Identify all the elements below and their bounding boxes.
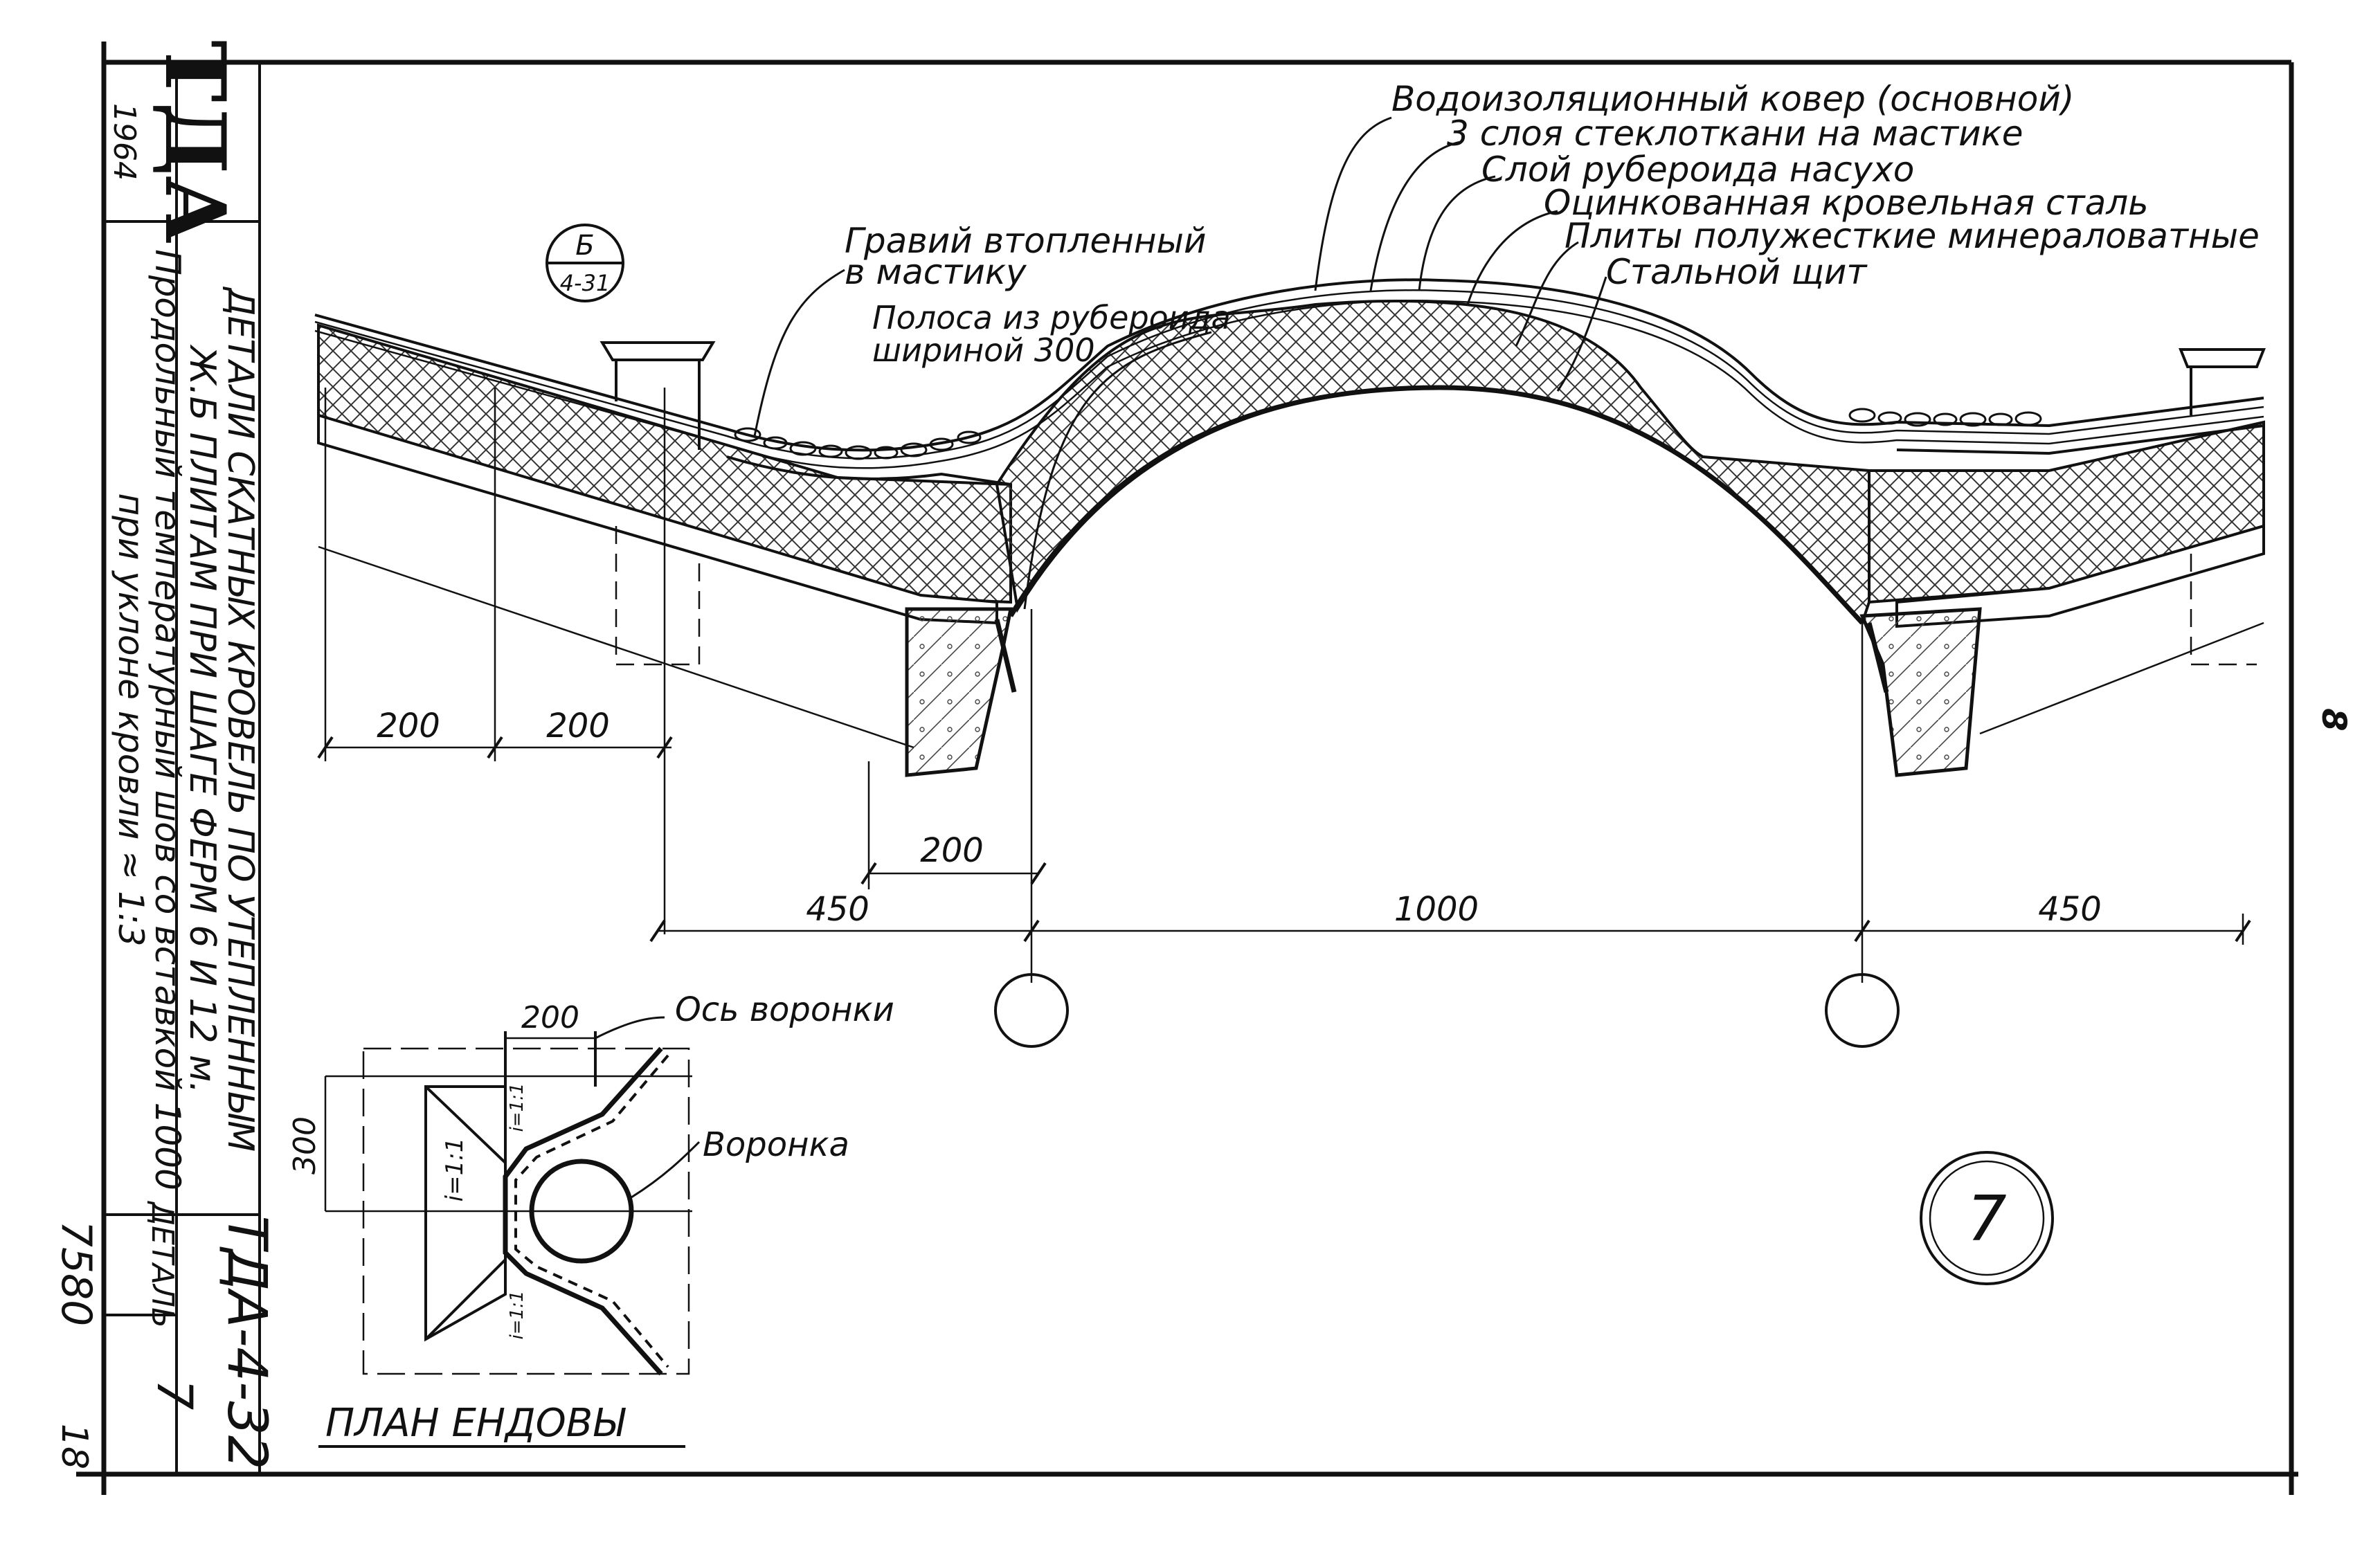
margin-mark: 8	[2314, 708, 2353, 731]
dim-450-left: 450	[806, 890, 869, 929]
vent-pipe-right	[2179, 348, 2266, 666]
layer-label-5: Плиты полужесткие минераловатные	[1565, 216, 2260, 256]
funnel-circle	[529, 1159, 634, 1264]
archive-number: 7580	[52, 1221, 100, 1327]
strip-label-1: Полоса из рубероида	[872, 299, 1231, 336]
title-line-2: Ж.Б ПЛИТАМ ПРИ ШАГЕ ФЕРМ 6 И 12 м.	[181, 344, 223, 1094]
layer-label-6: Стальной щит	[1606, 252, 1868, 292]
plan-slope-3: i=1:1	[507, 1291, 528, 1340]
sheet-code: ТДА-4-32	[215, 1215, 278, 1469]
valley-edge	[503, 1046, 663, 1376]
plan-title: ПЛАН ЕНДОВЫ	[325, 1401, 626, 1446]
layer-label-2: 3 слоя стеклоткани на мастике	[1447, 114, 2023, 154]
gravel-label-1: Гравий втопленный	[845, 221, 1207, 261]
layer-label-1: Водоизоляционный ковер (основной)	[1391, 79, 2074, 119]
dim-200-a: 200	[377, 707, 440, 745]
insulation-arch	[995, 300, 1870, 626]
gravel-label-2: в мастику	[845, 252, 1027, 292]
plan-slope-2: i=1:1	[507, 1083, 528, 1132]
section-marker: Б 4-31	[546, 224, 624, 302]
roof-section	[314, 278, 2266, 777]
axis-bubble-right	[1825, 973, 1900, 1048]
plan-funnel-label: Воронка	[703, 1125, 849, 1164]
detail-circle-number: 7	[1967, 1183, 2006, 1255]
insulation-right	[1868, 420, 2265, 604]
beam-left	[905, 607, 1013, 777]
section-ref-top: Б	[575, 230, 594, 262]
plan-slope-1: i=1:1	[441, 1138, 469, 1202]
page-number: 18	[53, 1424, 95, 1469]
layer-label-3: Слой рубероида насухо	[1481, 149, 1914, 190]
detail-label: ДЕТАЛЬ	[145, 1201, 180, 1328]
valley-plan: 200 300 i=1:1 i=1:1 i=1:1 Ось воронки Во…	[287, 990, 894, 1448]
title-line-1: ДЕТАЛИ СКАТНЫХ КРОВЕЛЬ ПО УТЕПЛЕННЫМ	[219, 287, 261, 1152]
axis-bubble-left	[994, 973, 1069, 1048]
dim-200-c: 200	[920, 831, 984, 870]
dim-1000: 1000	[1394, 890, 1479, 929]
callout-leaders	[753, 116, 1607, 610]
title-block: ТДА 1964 ДЕТАЛИ СКАТНЫХ КРОВЕЛЬ ПО УТЕПЛ…	[52, 40, 278, 1469]
strip-label-2: шириной 300	[872, 332, 1095, 369]
plan-dim-top: 200	[521, 1000, 579, 1035]
detail-marker: 7	[1920, 1151, 2054, 1285]
subtitle-line-2: при уклоне кровли ≈ 1:3	[111, 493, 151, 946]
beam-right	[1859, 607, 1982, 777]
subtitle-line-1: Продольный температурный шов со вставкой…	[147, 249, 188, 1190]
section-ref-bottom: 4-31	[560, 270, 611, 296]
layer-label-4: Оцинкованная кровельная сталь	[1544, 183, 2149, 223]
vent-pipe-left	[599, 341, 716, 666]
steel-shield-arch	[1008, 385, 1864, 625]
dimensions: 200 200 200 450 1000 450	[317, 388, 2251, 1048]
sheet-frame	[76, 42, 2298, 1495]
dim-450-right: 450	[2038, 890, 2102, 929]
logo-text: ТДА	[146, 40, 244, 244]
plan-axis-label: Ось воронки	[675, 990, 894, 1029]
dim-200-b: 200	[546, 707, 610, 745]
gravel	[734, 408, 2042, 460]
callouts: Гравий втопленный в мастику Полоса из ру…	[845, 79, 2260, 369]
plan-dim-side: 300	[287, 1116, 323, 1174]
detail-number: 7	[146, 1379, 203, 1411]
year-text: 1964	[107, 103, 142, 181]
